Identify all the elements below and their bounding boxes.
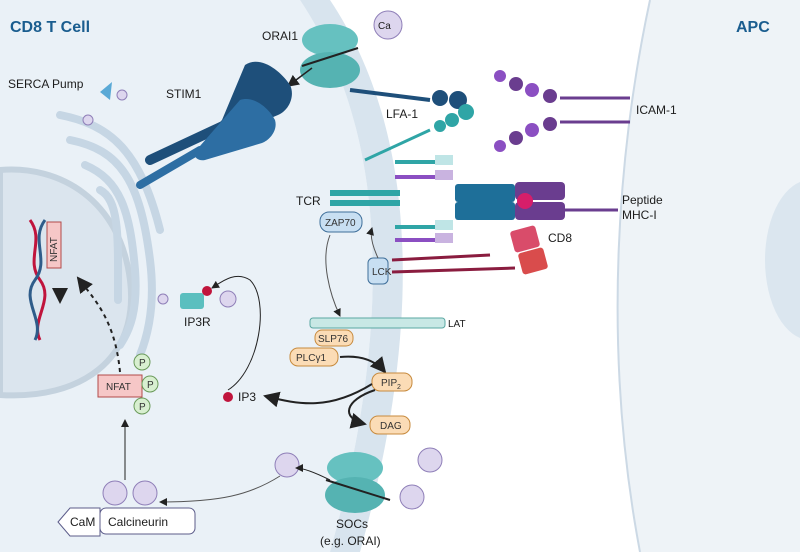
cam: CaM (57, 507, 101, 537)
svg-text:CaM: CaM (70, 515, 95, 529)
calcium-ion (399, 484, 425, 510)
cd8-label: CD8 (548, 231, 572, 245)
serca-label: SERCA Pump (8, 77, 84, 91)
svg-text:LCK: LCK (372, 267, 392, 278)
svg-text:2: 2 (397, 384, 401, 391)
nfat-phospho: NFAT P P P (97, 353, 159, 415)
dag: DAG (369, 415, 411, 435)
svg-text:SLP76: SLP76 (318, 334, 348, 345)
t-cell (0, 0, 403, 552)
ip3r (157, 286, 237, 309)
t-cell-membrane (300, 0, 403, 552)
orai1-label: ORAI1 (262, 29, 298, 43)
mhc-label: MHC-I (622, 208, 657, 222)
socs-label: SOCs (336, 517, 368, 531)
apc-title: APC (736, 19, 770, 36)
t-cell-title: CD8 T Cell (10, 19, 90, 36)
slp76: SLP76 (314, 329, 354, 347)
icam1-label: ICAM-1 (636, 103, 677, 117)
calcium-ion: Ca (373, 10, 403, 40)
svg-text:P: P (147, 380, 154, 391)
svg-text:PLCγ1: PLCγ1 (296, 353, 326, 364)
calcium-ion (274, 452, 300, 478)
lck: LCK (367, 257, 392, 285)
lat-label: LAT (448, 319, 466, 330)
svg-text:NFAT: NFAT (106, 382, 131, 393)
socs-eg-label: (e.g. ORAI) (320, 534, 381, 548)
pip2: PIP 2 (371, 372, 413, 392)
plcg1: PLCγ1 (289, 347, 339, 367)
svg-text:PIP: PIP (381, 378, 397, 389)
serca-pump (82, 82, 128, 126)
svg-text:P: P (139, 358, 146, 369)
lfa1 (349, 88, 474, 162)
svg-text:P: P (139, 402, 146, 413)
apc-cell (616, 0, 800, 552)
svg-text:DAG: DAG (380, 421, 402, 432)
svg-text:NFAT: NFAT (49, 237, 60, 262)
svg-text:Calcineurin: Calcineurin (108, 515, 168, 529)
svg-text:Ca: Ca (378, 21, 391, 32)
ip3-label: IP3 (238, 390, 256, 404)
mhc-complex (515, 182, 618, 220)
icam1 (494, 70, 630, 152)
tcr-complex (330, 155, 515, 243)
orai1-channel (300, 24, 360, 88)
tcr-label: TCR (296, 194, 321, 208)
lat (309, 317, 446, 329)
dna-nfat: NFAT (28, 219, 68, 341)
cd8 (391, 225, 548, 275)
stim1-label: STIM1 (166, 87, 202, 101)
svg-text:ZAP70: ZAP70 (325, 218, 356, 229)
stim1-dimer (136, 61, 292, 189)
lfa1-label: LFA-1 (386, 107, 418, 121)
calcium-ion (417, 447, 443, 473)
zap70: ZAP70 (319, 211, 363, 233)
soc-channel (325, 452, 391, 513)
apc-organelle (765, 182, 800, 338)
ip3 (223, 392, 233, 402)
ip3r-label: IP3R (184, 315, 211, 329)
endoplasmic-reticulum (56, 111, 164, 359)
calcineurin: Calcineurin (99, 480, 196, 535)
peptide-label: Peptide (622, 193, 663, 207)
